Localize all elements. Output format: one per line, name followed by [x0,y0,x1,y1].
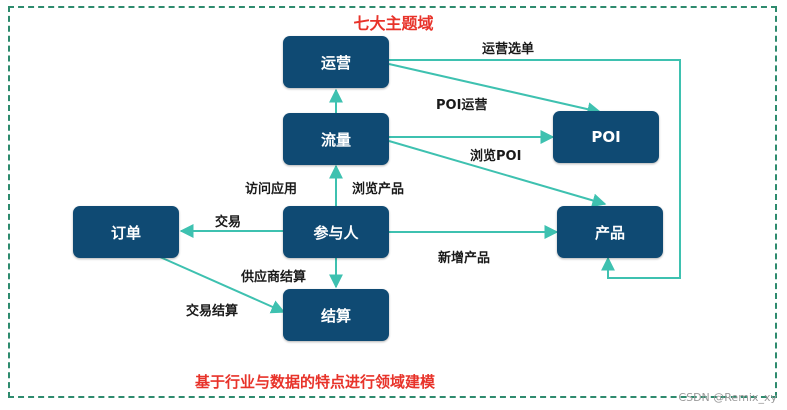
node-liuliang: 流量 [283,113,389,165]
label-fangwen-yingyong: 访问应用 [245,182,298,197]
diagram-footer: 基于行业与数据的特点进行领域建模 [195,373,436,391]
node-poi: POI [553,111,659,163]
label-jiaoyi: 交易 [215,215,242,230]
label-gongyingshang-jiesuan: 供应商结算 [241,270,307,285]
diagram-title: 七大主题域 [353,14,434,33]
watermark: CSDN @Remix_xy [678,391,777,404]
label-xinzeng-chanpin: 新增产品 [438,251,491,266]
edge-jiaoyi-jiesuan [159,256,286,314]
node-canyuren: 参与人 [283,206,389,258]
node-yunying: 运营 [283,36,389,88]
diagram-frame [8,6,777,398]
label-yunying-xuandan: 运营选单 [482,42,535,57]
edge-liulan-chanpin [388,140,607,208]
node-chanpin: 产品 [557,206,663,258]
node-dingdan: 订单 [73,206,179,258]
label-liulan-poi: 浏览POI [470,149,522,164]
label-poi-yunying: POI运营 [436,98,488,113]
edge-yunying-xuandan [389,59,681,279]
label-liulan-chanpin: 浏览产品 [352,182,405,197]
label-jiaoyi-jiesuan: 交易结算 [186,304,239,319]
edge-poi-yunying [388,63,602,117]
node-jiesuan: 结算 [283,289,389,341]
